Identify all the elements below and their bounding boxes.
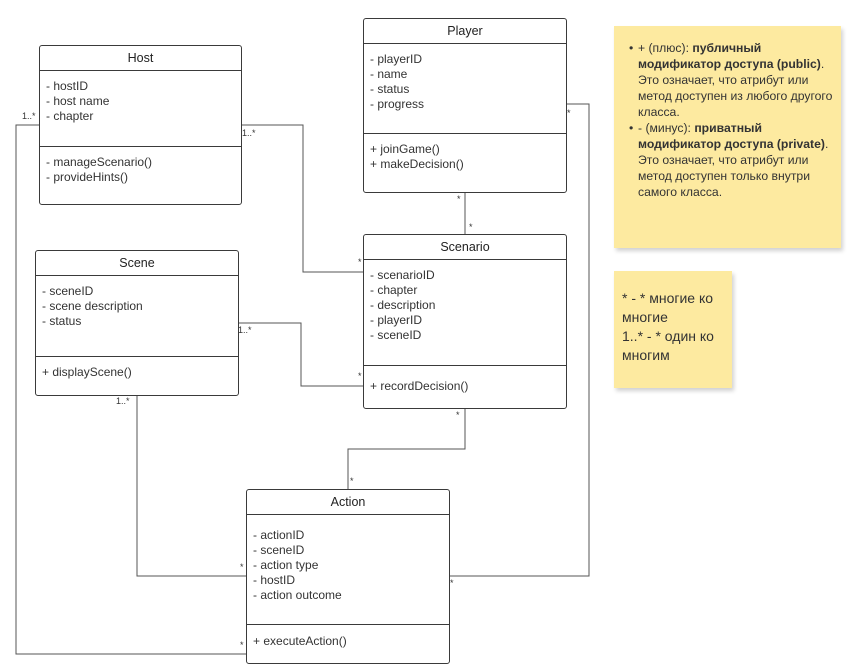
player-class[interactable]: Player - playerID - name - status - prog…: [363, 18, 567, 193]
scene-attributes: - sceneID - scene description - status: [36, 276, 238, 357]
private-bold: приватный модификатор доступа (private): [638, 121, 825, 151]
operation: + joinGame(): [370, 142, 440, 156]
scenario-attributes: - scenarioID - chapter - description - p…: [364, 260, 566, 366]
multiplicity-note-line: * - * многие ко многие: [622, 290, 714, 325]
private-body: Это означает, что атрибут или метод дост…: [638, 153, 811, 199]
attribute: - status: [42, 314, 82, 328]
operation: - provideHints(): [46, 170, 129, 184]
action-attributes: - actionID - sceneID - action type - hos…: [247, 515, 449, 625]
attribute: - host name: [46, 94, 110, 108]
bullet-icon: •: [629, 41, 634, 55]
public-suffix: .: [820, 57, 825, 71]
attribute: - name: [370, 67, 408, 81]
multiplicity-label: *: [457, 194, 461, 204]
attribute: - sceneID: [253, 543, 305, 557]
public-modifier-item: • + (плюс): публичный модификатор доступ…: [629, 40, 833, 120]
attribute: - playerID: [370, 52, 423, 66]
private-modifier-item: • - (минус): приватный модификатор досту…: [629, 120, 833, 200]
operation: - manageScenario(): [46, 155, 153, 169]
attribute: - status: [370, 82, 410, 96]
attribute: - actionID: [253, 528, 305, 542]
host-attributes: - hostID - host name - chapter: [40, 71, 241, 147]
attribute: - chapter: [46, 109, 94, 123]
scene-scenario-line: [239, 322, 363, 387]
multiplicity-label: 1..*: [238, 325, 252, 335]
multiplicity-label: *: [240, 562, 244, 572]
multiplicity-label: 1..*: [116, 396, 130, 406]
attribute: - playerID: [370, 313, 423, 327]
scenario-operations: + recordDecision(): [364, 366, 566, 394]
operation: + recordDecision(): [370, 379, 469, 393]
attribute: - action outcome: [253, 588, 342, 602]
multiplicity-label: 1..*: [22, 111, 36, 121]
attribute: - hostID: [253, 573, 296, 587]
public-prefix: + (плюс):: [638, 41, 693, 55]
operation: + displayScene(): [42, 365, 132, 379]
multiplicity-label: *: [350, 476, 354, 486]
player-class-title: Player: [364, 19, 566, 44]
multiplicity-label: *: [358, 371, 362, 381]
multiplicity-label: *: [450, 578, 454, 588]
access-modifiers-note[interactable]: • + (плюс): публичный модификатор доступ…: [614, 26, 841, 248]
private-suffix: .: [824, 137, 829, 151]
attribute: - action type: [253, 558, 319, 572]
player-action-line: [450, 103, 590, 577]
scene-action-line: [136, 396, 246, 577]
scene-operations: + displayScene(): [36, 357, 238, 380]
attribute: - scene description: [42, 299, 143, 313]
scenario-action-line: [347, 409, 466, 489]
multiplicity-label: *: [240, 640, 244, 650]
scenario-class[interactable]: Scenario - scenarioID - chapter - descri…: [363, 234, 567, 409]
multiplicity-note-line: 1..* - * один ко многим: [622, 328, 714, 363]
multiplicity-label: *: [567, 108, 571, 118]
public-bold: публичный модификатор доступа (public): [638, 41, 821, 71]
action-class-title: Action: [247, 490, 449, 515]
attribute: - hostID: [46, 79, 89, 93]
attribute: - chapter: [370, 283, 418, 297]
bullet-icon: •: [629, 121, 634, 135]
multiplicity-label: *: [358, 257, 362, 267]
operation: + executeAction(): [253, 634, 347, 648]
host-action-line: [15, 124, 246, 655]
player-attributes: - playerID - name - status - progress: [364, 44, 566, 134]
multiplicity-label: *: [469, 222, 473, 232]
host-class[interactable]: Host - hostID - host name - chapter - ma…: [39, 45, 242, 205]
attribute: - progress: [370, 97, 425, 111]
multiplicity-note[interactable]: * - * многие ко многие 1..* - * один ко …: [614, 271, 732, 388]
private-prefix: - (минус):: [638, 121, 695, 135]
host-class-title: Host: [40, 46, 241, 71]
host-operations: - manageScenario() - provideHints(): [40, 147, 241, 185]
player-operations: + joinGame() + makeDecision(): [364, 134, 566, 172]
attribute: - scenarioID: [370, 268, 435, 282]
action-class[interactable]: Action - actionID - sceneID - action typ…: [246, 489, 450, 664]
scene-class-title: Scene: [36, 251, 238, 276]
multiplicity-label: 1..*: [242, 128, 256, 138]
host-scenario-line: [242, 124, 363, 273]
action-operations: + executeAction(): [247, 625, 449, 649]
operation: + makeDecision(): [370, 157, 464, 171]
multiplicity-label: *: [456, 410, 460, 420]
attribute: - sceneID: [42, 284, 94, 298]
attribute: - sceneID: [370, 328, 422, 342]
scene-class[interactable]: Scene - sceneID - scene description - st…: [35, 250, 239, 396]
scenario-class-title: Scenario: [364, 235, 566, 260]
public-body: Это означает, что атрибут или метод дост…: [638, 73, 833, 119]
attribute: - description: [370, 298, 436, 312]
